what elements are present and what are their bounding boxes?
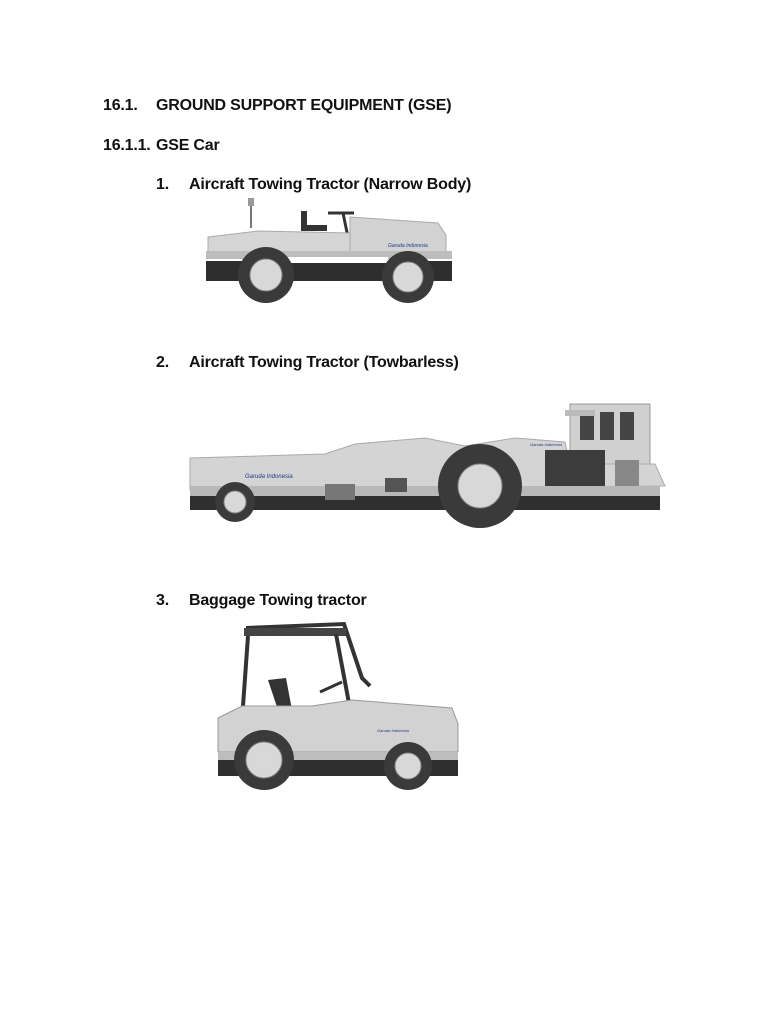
- subsection-number: 16.1.1.: [103, 137, 151, 154]
- baggage-tractor-illustration: Garuda Indonesia: [212, 620, 468, 795]
- list-item-number: 2.: [156, 354, 169, 371]
- list-item-number: 3.: [156, 592, 169, 609]
- list-item-title: Baggage Towing tractor: [189, 592, 367, 609]
- list-item-title: Aircraft Towing Tractor (Towbarless): [189, 354, 459, 371]
- towbarless-tractor-illustration: Garuda Indonesia Garuda Indonesia: [185, 398, 670, 528]
- narrow-body-tractor-illustration: Garuda Indonesia: [178, 195, 458, 307]
- garuda-logo-text: Garuda Indonesia: [388, 243, 428, 249]
- subsection-title: GSE Car: [156, 137, 220, 154]
- section-title: GROUND SUPPORT EQUIPMENT (GSE): [156, 97, 452, 114]
- garuda-logo-text: Garuda Indonesia: [377, 728, 410, 733]
- list-item-title: Aircraft Towing Tractor (Narrow Body): [189, 176, 472, 193]
- section-number: 16.1.: [103, 97, 138, 114]
- garuda-logo-text: Garuda Indonesia: [245, 474, 293, 480]
- list-item-number: 1.: [156, 176, 169, 193]
- garuda-logo-text-front: Garuda Indonesia: [530, 442, 563, 447]
